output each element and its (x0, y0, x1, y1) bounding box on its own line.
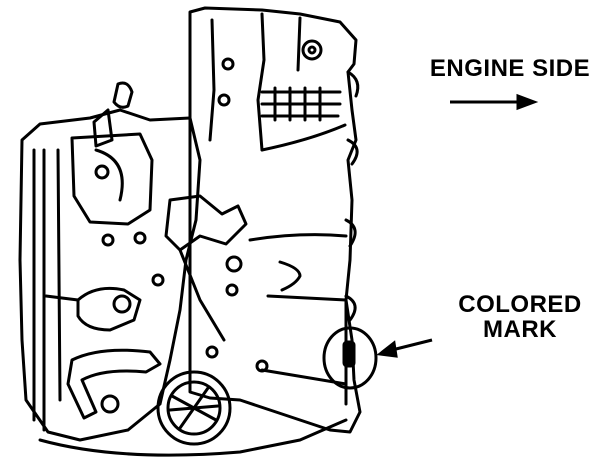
valve-strip-3 (56, 148, 62, 402)
rib-grid (260, 86, 342, 122)
case-curve-3 (278, 260, 302, 292)
top-bolt (301, 39, 323, 61)
arrow-left-icon (376, 338, 433, 358)
oil-pipe (66, 348, 162, 420)
solenoid-housing (70, 132, 154, 226)
boss-2 (346, 138, 359, 166)
upper-bolt (221, 57, 235, 71)
boss-1 (346, 70, 360, 98)
upper-fitting (112, 81, 134, 109)
case-curve-4 (266, 294, 348, 302)
colored-mark-label-line2: MARK (483, 316, 557, 344)
output-gear-inner (166, 380, 222, 436)
arrow-right-icon (450, 93, 539, 111)
lever-rod (44, 294, 80, 302)
lower-case-edge (38, 418, 348, 457)
transaxle-case (188, 6, 362, 434)
bolt-e (255, 359, 269, 373)
boss-3 (344, 218, 357, 248)
bolt-b (133, 231, 147, 245)
case-rib-3 (208, 18, 216, 142)
linkage-bracket (164, 194, 248, 252)
engine-side-label: ENGINE SIDE (429, 55, 591, 82)
case-curve-2 (248, 233, 348, 242)
colored-mark-circle (322, 326, 378, 390)
case-rib-2 (296, 16, 302, 72)
solenoid-cam (94, 148, 124, 202)
fitting-stem (92, 108, 114, 148)
lever-hub (112, 294, 132, 314)
linkage-arm (178, 248, 226, 342)
linkage-pivot (225, 255, 243, 273)
bolt-d (205, 345, 219, 359)
valve-body (18, 108, 202, 442)
bolt-c (151, 273, 165, 287)
solenoid-bolt (94, 164, 110, 180)
output-gear (156, 370, 232, 446)
linkage-pivot-2 (225, 283, 239, 297)
bolt-f (217, 93, 231, 107)
bolt-a (101, 233, 115, 247)
output-gear-spokes (168, 386, 220, 430)
colored-mark (342, 340, 356, 368)
shift-lever (76, 286, 142, 332)
pipe-fitting (100, 394, 120, 414)
case-rib-1 (256, 12, 266, 152)
colored-mark-label: COLORED MARK (442, 291, 598, 344)
case-curve-1 (260, 123, 347, 152)
colored-mark-label-line1: COLORED (458, 291, 582, 318)
top-bolt-center (307, 45, 317, 55)
boss-4 (344, 294, 357, 322)
